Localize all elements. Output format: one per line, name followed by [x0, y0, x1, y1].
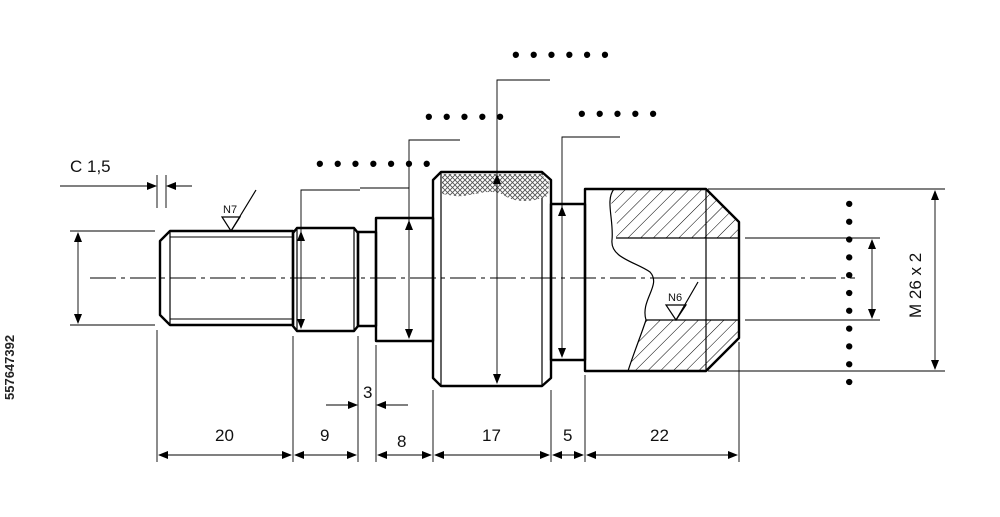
finish-label-n6: N6 [668, 292, 682, 304]
stock-id: 557647392 [2, 335, 17, 400]
thread-label: M 26 x 2 [906, 253, 925, 318]
placeholder-upper-left: • • • • • [425, 104, 506, 129]
step-section [374, 216, 435, 343]
placeholder-vertical: • • • • • • • • • • • [837, 200, 862, 388]
finish-label-n7: N7 [223, 204, 237, 216]
placeholder-upper-right: • • • • • [578, 101, 659, 126]
dim-5: 5 [563, 426, 572, 445]
collar-section [291, 226, 360, 333]
bottom-dimensions [60, 182, 738, 459]
chamfer-label: C 1,5 [70, 157, 111, 176]
dim-9: 9 [320, 426, 329, 445]
dim-17: 17 [482, 426, 501, 445]
knurled-area [442, 174, 549, 202]
hatch-lower [628, 320, 739, 371]
dim-22: 22 [650, 426, 669, 445]
shaft-part [158, 170, 741, 388]
leader-lines [300, 79, 620, 232]
diameter-dimensions [74, 174, 939, 384]
dim-3: 3 [363, 383, 372, 402]
surface-finish-n7: N7 [220, 189, 257, 233]
dim-20: 20 [215, 426, 234, 445]
break-line [609, 188, 655, 372]
hatch-upper [608, 189, 739, 238]
extension-lines [70, 175, 945, 462]
surface-finish-n6: N6 [664, 281, 699, 322]
neck-section [549, 202, 587, 362]
placeholder-top: • • • • • • [512, 42, 611, 67]
placeholder-left: • • • • • • • [316, 151, 433, 176]
head-section [431, 170, 553, 388]
groove [356, 230, 378, 328]
dim-8: 8 [397, 432, 406, 451]
